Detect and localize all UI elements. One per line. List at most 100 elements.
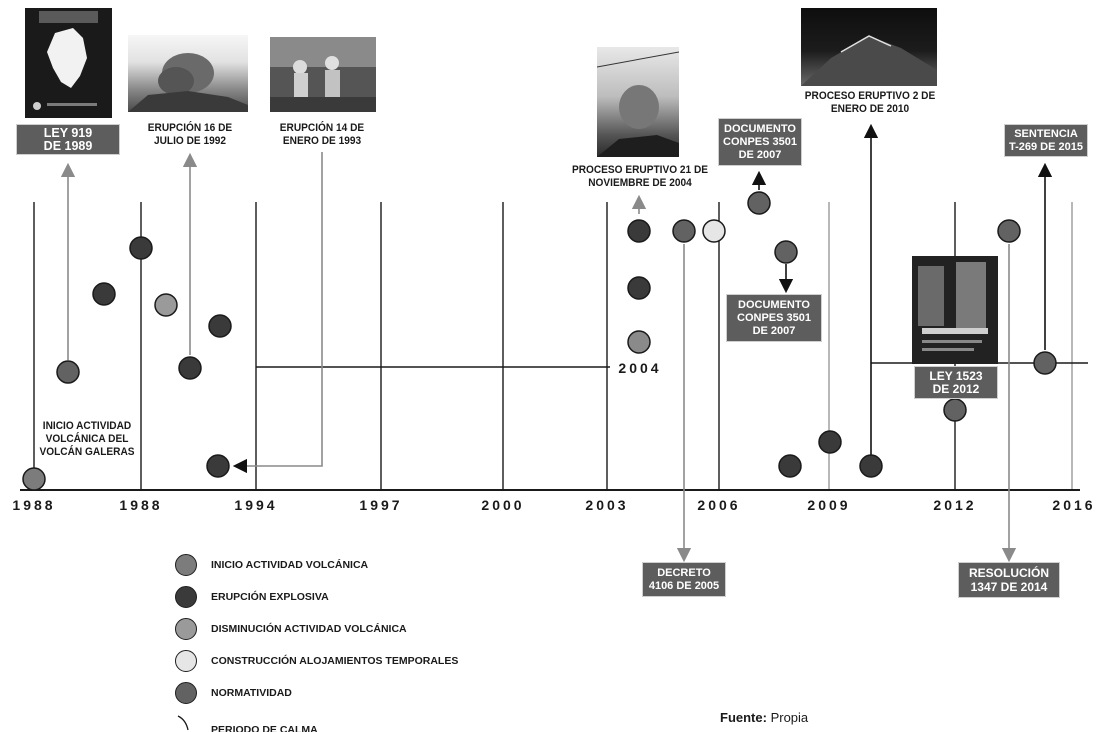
source-label: Fuente:	[720, 710, 767, 725]
box-decreto: DECRETO 4106 DE 2005	[642, 562, 726, 597]
label-proceso-2010: PROCESO ERUPTIVO 2 DE ENERO DE 2010	[796, 90, 943, 116]
dot-erupcion-c	[208, 314, 232, 338]
box-conpes-mid: DOCUMENTO CONPES 3501 DE 2007	[726, 294, 822, 342]
year-label-2003: 2003	[585, 497, 628, 513]
box-sentencia: SENTENCIA T-269 DE 2015	[1004, 124, 1088, 157]
label-inicio-line1: INICIO ACTIVIDAD	[42, 420, 132, 432]
dot-inicio-actividad	[22, 467, 46, 491]
photo-proceso-2010	[801, 8, 937, 86]
year-label-1997: 1997	[359, 497, 402, 513]
box-ley-1523-line2: DE 2012	[932, 381, 980, 396]
label-erupcion-1993-line1: ERUPCIÓN 14 DE	[279, 122, 365, 134]
label-inicio-line2: VOLCÁNICA DEL	[45, 433, 129, 445]
year-label-1988b: 1988	[119, 497, 162, 513]
box-conpes-top-line3: DE 2007	[738, 148, 782, 161]
photo-proceso-2004	[597, 47, 679, 157]
box-ley-919-line2: DE 1989	[43, 138, 93, 153]
legend-dot-inicio	[175, 554, 197, 576]
arrows	[60, 123, 1053, 563]
dot-normatividad-2014	[997, 219, 1021, 243]
box-conpes-top-line1: DOCUMENTO	[724, 122, 796, 135]
label-erupcion-1993-line2: ENERO DE 1993	[282, 135, 362, 147]
box-ley-919-line1: LEY 919	[43, 125, 93, 140]
dot-disminucion-2004	[627, 330, 651, 354]
dot-erupcion-1993	[206, 454, 230, 478]
eruption-image	[128, 53, 248, 112]
year-label-2012: 2012	[933, 497, 976, 513]
legend-label-inicio: INICIO ACTIVIDAD VOLCÁNICA	[211, 559, 369, 571]
box-resolucion-line2: 1347 DE 2014	[970, 580, 1048, 594]
box-sentencia-line2: T-269 DE 2015	[1009, 140, 1083, 153]
label-proceso-2010-line1: PROCESO ERUPTIVO 2 DE	[804, 90, 936, 102]
label-proceso-2004-line2: NOVIEMBRE DE 2004	[588, 177, 692, 189]
eruption-column-image	[597, 51, 679, 157]
year-label-2000: 2000	[481, 497, 524, 513]
legend-label-calma: PERIODO DE CALMA	[211, 724, 318, 732]
year-label-1994: 1994	[234, 497, 277, 513]
box-resolucion: RESOLUCIÓN 1347 DE 2014	[958, 562, 1060, 598]
label-proceso-2004: PROCESO ERUPTIVO 21 DE NOVIEMBRE DE 2004	[566, 164, 713, 190]
legend-dot-disminucion	[175, 618, 197, 640]
year-label-2006: 2006	[697, 497, 740, 513]
label-inicio-actividad: INICIO ACTIVIDAD VOLCÁNICA DEL VOLCÁN GA…	[27, 420, 147, 459]
label-erupcion-1992-line1: ERUPCIÓN 16 DE	[147, 122, 233, 134]
dot-erupcion-2009	[818, 430, 842, 454]
label-proceso-2004-line1: PROCESO ERUPTIVO 21 DE	[571, 164, 709, 176]
box-decreto-line1: DECRETO	[657, 566, 711, 579]
arrow-erupcion-1993	[232, 152, 323, 474]
source-note: Fuente: Propia	[720, 710, 808, 725]
legend-dot-erupcion	[175, 586, 197, 608]
label-erupcion-1992: ERUPCIÓN 16 DE JULIO DE 1992	[135, 122, 245, 148]
legend-label-erupcion: ERUPCIÓN EXPLOSIVA	[211, 591, 329, 603]
calm-period-legend-icon	[177, 715, 189, 731]
legend-label-disminucion: DISMINUCIÓN ACTIVIDAD VOLCÁNICA	[211, 623, 407, 635]
box-sentencia-line1: SENTENCIA	[1014, 127, 1078, 140]
box-conpes-mid-line1: DOCUMENTO	[738, 298, 810, 311]
legend-dot-normatividad	[175, 682, 197, 704]
map-image	[33, 11, 98, 110]
photo-erupcion-1992	[128, 35, 248, 112]
box-decreto-line2: 4106 DE 2005	[648, 579, 720, 592]
box-conpes-top: DOCUMENTO CONPES 3501 DE 2007	[718, 118, 802, 166]
night-volcano-image	[801, 35, 937, 86]
photo-erupcion-1993	[270, 37, 376, 112]
dot-normatividad-2012	[943, 398, 967, 422]
box-conpes-top-line2: CONPES 3501	[723, 135, 797, 148]
year-label-2009: 2009	[807, 497, 850, 513]
dot-normatividad-2015	[1033, 351, 1057, 375]
year-label-1988a: 1988	[12, 497, 55, 513]
dot-normatividad-2007a	[747, 191, 771, 215]
box-ley-1523: LEY 1523 DE 2012	[914, 366, 998, 399]
dot-normatividad-1989	[56, 360, 80, 384]
dot-erupcion-b	[129, 236, 153, 260]
box-conpes-mid-line3: DE 2007	[752, 324, 796, 337]
year-label-2004: 2004	[618, 360, 661, 376]
legend-label-normatividad: NORMATIVIDAD	[211, 687, 292, 699]
legend-dot-construccion	[175, 650, 197, 672]
legend-label-construccion: CONSTRUCCIÓN ALOJAMIENTOS TEMPORALES	[211, 655, 459, 667]
dot-erupcion-1992	[178, 356, 202, 380]
box-resolucion-line1: RESOLUCIÓN	[968, 566, 1049, 580]
dot-erupcion-2004a	[627, 219, 651, 243]
label-inicio-line3: VOLCÁN GALERAS	[39, 446, 135, 458]
photo-ley-919-cover	[25, 8, 112, 118]
dot-construccion	[702, 219, 726, 243]
dot-normatividad-2005	[672, 219, 696, 243]
dot-erupcion-a	[92, 282, 116, 306]
dot-erupcion-2004b	[627, 276, 651, 300]
label-erupcion-1992-line2: JULIO DE 1992	[153, 135, 226, 147]
book-cover-image	[918, 262, 988, 351]
dot-normatividad-2007b	[774, 240, 798, 264]
box-ley-919: LEY 919 DE 1989	[16, 124, 120, 155]
event-dots	[22, 191, 1057, 491]
box-ley-1523-line1: LEY 1523	[929, 368, 983, 383]
source-value: Propia	[770, 710, 809, 725]
dot-erupcion-2008	[778, 454, 802, 478]
box-conpes-mid-line2: CONPES 3501	[737, 311, 811, 324]
dot-erupcion-2010	[859, 454, 883, 478]
photo-ley-1523-cover	[912, 256, 998, 364]
rescue-image	[270, 37, 376, 112]
dot-disminucion	[154, 293, 178, 317]
label-erupcion-1993: ERUPCIÓN 14 DE ENERO DE 1993	[267, 122, 377, 148]
